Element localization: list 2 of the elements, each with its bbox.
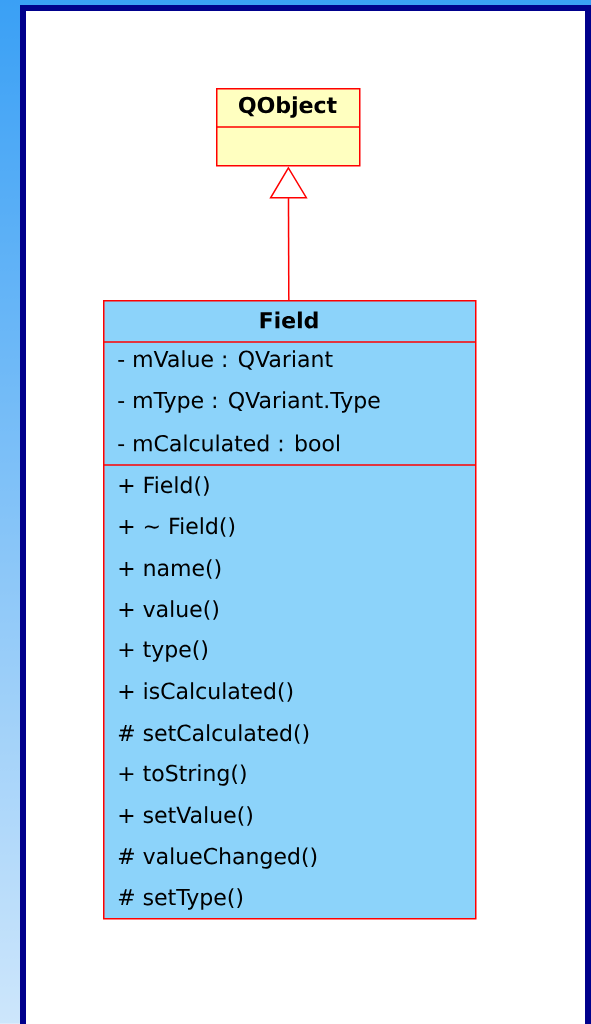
class-box: QObject <box>215 88 361 167</box>
class-box: Field - mValue : QVariant - mType : QVariant.Type - mCalculated : bool + Field() + ~ Field() + name() + value() + type() + isCalculated() # setCalculated() + toString() + setValue() # valueChanged() # setType() <box>102 300 477 920</box>
